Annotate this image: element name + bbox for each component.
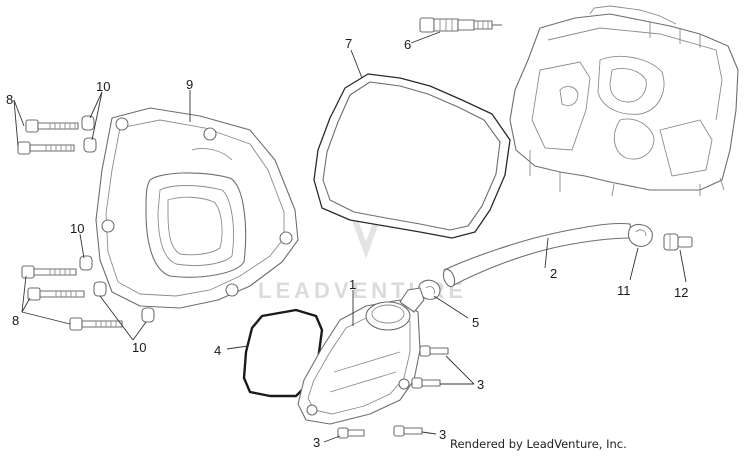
o-ring-gasket bbox=[242, 308, 324, 398]
screw bbox=[393, 425, 423, 437]
callout-1: 1 bbox=[349, 277, 356, 292]
bolt bbox=[21, 265, 77, 279]
callout-3-right: 3 bbox=[477, 377, 484, 392]
callout-2: 2 bbox=[550, 266, 557, 281]
callout-6: 6 bbox=[404, 37, 411, 52]
callout-3-bottom-right: 3 bbox=[439, 427, 446, 442]
callout-10-top: 10 bbox=[96, 79, 110, 94]
screw bbox=[411, 377, 441, 389]
credit-text: Rendered by LeadVenture, Inc. bbox=[450, 437, 627, 451]
breather-housing bbox=[297, 287, 425, 425]
cylinder-head bbox=[509, 5, 739, 197]
callout-12: 12 bbox=[674, 285, 688, 300]
callout-8-top: 8 bbox=[6, 92, 13, 107]
callout-11: 11 bbox=[617, 283, 631, 298]
screws-3 bbox=[337, 345, 449, 439]
bolt bbox=[69, 317, 123, 331]
valve-cover-gasket bbox=[313, 73, 511, 239]
callout-8-bottom: 8 bbox=[12, 313, 19, 328]
bolts-8 bbox=[17, 119, 123, 331]
callout-5: 5 bbox=[472, 315, 479, 330]
grommets-10 bbox=[79, 115, 155, 323]
callout-3-bottom-left: 3 bbox=[313, 435, 320, 450]
callout-labels: 6 7 9 10 8 10 8 10 1 2 5 4 11 12 3 3 3 bbox=[6, 36, 688, 450]
leader-lines bbox=[13, 31, 687, 443]
callout-10-bottom: 10 bbox=[132, 340, 146, 355]
callout-9: 9 bbox=[186, 77, 193, 92]
callout-7: 7 bbox=[345, 36, 352, 51]
valve-cover bbox=[95, 107, 299, 309]
screw bbox=[337, 427, 365, 439]
screw bbox=[419, 345, 449, 357]
callout-4: 4 bbox=[214, 343, 221, 358]
spark-plug bbox=[419, 17, 502, 33]
bolt bbox=[17, 141, 75, 155]
fitting bbox=[663, 233, 693, 251]
hose-clamp bbox=[627, 223, 653, 247]
bolt bbox=[25, 119, 79, 133]
bolt bbox=[27, 287, 85, 301]
callout-10-middle: 10 bbox=[70, 221, 84, 236]
